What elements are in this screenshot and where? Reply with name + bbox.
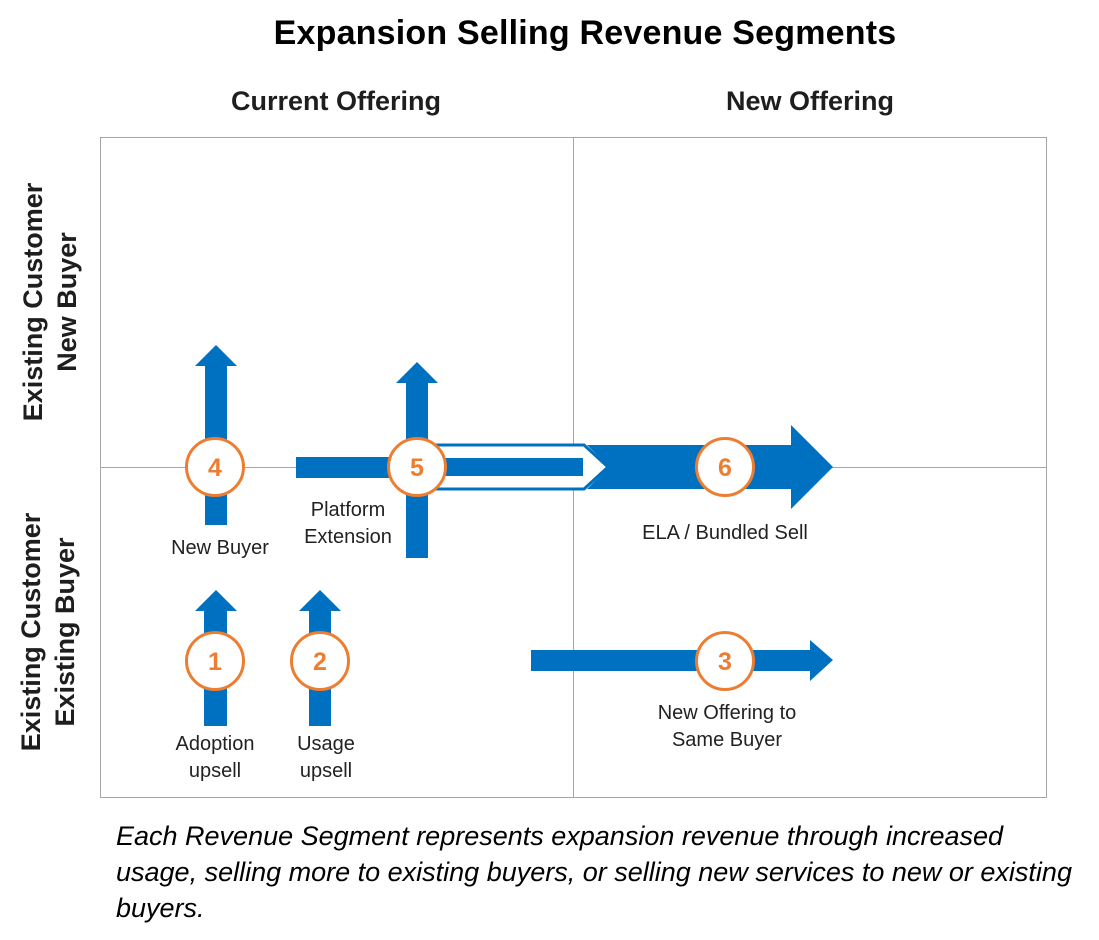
segment-marker-4: 4 (185, 437, 245, 497)
segment-label-ela-bundled-sell-line1: ELA / Bundled Sell (642, 522, 808, 544)
segment-marker-6: 6 (695, 437, 755, 497)
segment-label-new-offering-same-buyer-line2: Same Buyer (671, 729, 783, 751)
diagram-title: Expansion Selling Revenue Segments (273, 14, 897, 52)
segment-marker-3: 3 (695, 631, 755, 691)
segment-label-usage-upsell-line1: Usage (297, 733, 355, 755)
segment-label-adoption-upsell-line2: upsell (188, 760, 242, 782)
arrow-new-buyer (195, 345, 237, 525)
segment-label-adoption-upsell: Adoption upsell (135, 731, 295, 785)
segment-number-5: 5 (410, 454, 424, 482)
segment-label-new-buyer: New Buyer (140, 535, 300, 562)
segment-label-new-offering-same-buyer: New Offering to Same Buyer (607, 700, 847, 754)
footer-caption: Each Revenue Segment represents expansio… (116, 821, 1072, 923)
segment-number-6: 6 (718, 454, 732, 482)
column-header-current-offering: Current Offering (230, 86, 441, 116)
segment-label-ela-bundled-sell: ELA / Bundled Sell (605, 520, 845, 547)
segment-label-adoption-upsell-line1: Adoption (175, 733, 255, 755)
segment-number-1: 1 (208, 648, 222, 676)
segment-label-new-offering-same-buyer-line1: New Offering to (657, 702, 797, 724)
segment-number-2: 2 (313, 648, 327, 676)
segment-number-4: 4 (208, 454, 222, 482)
segment-number-3: 3 (718, 648, 732, 676)
segment-label-new-buyer-line1: New Buyer (171, 537, 269, 559)
arrow-outline-connector-inner (418, 458, 583, 476)
segment-label-usage-upsell: Usage upsell (246, 731, 406, 785)
arrow-new-offering-same-buyer (531, 640, 833, 681)
segment-marker-5: 5 (387, 437, 447, 497)
column-header-new-offering: New Offering (725, 86, 894, 116)
segment-label-platform-extension-line1: Platform (310, 499, 386, 521)
segment-marker-1: 1 (185, 631, 245, 691)
segment-label-usage-upsell-line2: upsell (299, 760, 353, 782)
segment-marker-2: 2 (290, 631, 350, 691)
segment-label-platform-extension-line2: Extension (304, 526, 392, 548)
segment-label-platform-extension: Platform Extension (268, 497, 428, 551)
